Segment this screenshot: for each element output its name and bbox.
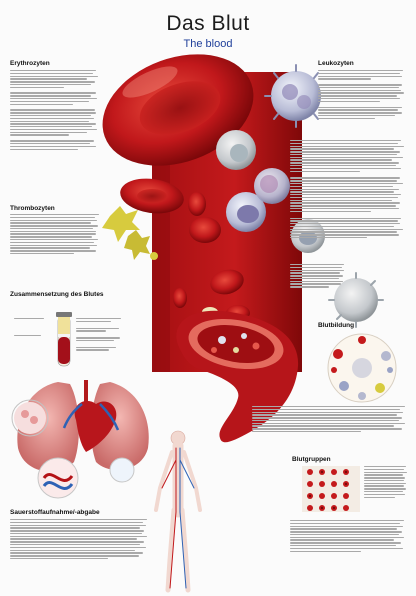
text-block-hematopoiesis	[252, 406, 408, 434]
poster-title: Das Blut	[166, 12, 250, 35]
text-block-blood-groups	[364, 466, 408, 499]
thrombocytes-group	[102, 206, 158, 260]
human-body-circulation	[154, 430, 202, 593]
heading-thrombocytes: Thrombozyten	[10, 205, 55, 212]
text-block-monocytes	[290, 264, 346, 289]
test-tube-composition	[56, 312, 72, 367]
text-block-blood-groups-bottom	[290, 520, 408, 553]
poster-subtitle: The blood	[183, 38, 233, 50]
heading-oxygen: Sauerstoffaufnahme/-abgabe	[10, 509, 100, 516]
hematopoiesis-diagram	[327, 333, 397, 403]
lungs-heart-illustration	[11, 380, 149, 499]
text-block-erythrocytes	[10, 70, 100, 151]
leukocytes-group	[216, 64, 384, 328]
heading-leukocytes: Leukozyten	[318, 60, 354, 67]
text-block-leukocyte-types	[290, 140, 406, 240]
composition-labels-left	[14, 318, 52, 338]
text-block-oxygen	[10, 519, 150, 561]
heading-blood-groups: Blutgruppen	[292, 456, 331, 463]
heading-hematopoiesis: Blutbildung	[318, 322, 355, 329]
heading-erythrocytes: Erythrozyten	[10, 60, 50, 67]
text-block-leukocytes	[318, 70, 406, 121]
large-erythrocyte	[102, 54, 254, 166]
composition-labels-right	[76, 318, 126, 352]
blood-groups-grid	[302, 466, 360, 512]
text-block-thrombocytes	[10, 214, 102, 256]
heading-composition: Zusammensetzung des Blutes	[10, 291, 104, 298]
